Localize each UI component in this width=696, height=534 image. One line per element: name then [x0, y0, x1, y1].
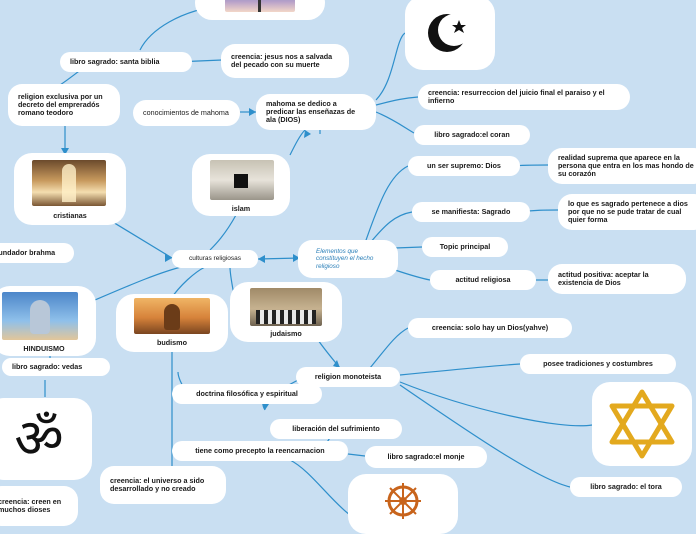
ser-supremo-node[interactable]: un ser supremo: Dios — [408, 156, 520, 176]
creencia-juicio-node[interactable]: creencia: resurreccion del juicio final … — [418, 84, 630, 110]
mahoma-node[interactable]: mahoma se dedico a predicar las enseñaza… — [256, 94, 376, 130]
sagrado-desc-node[interactable]: lo que es sagrado pertenece a dios por q… — [558, 194, 696, 230]
precepto-text: tiene como precepto la reencarnacion — [195, 445, 325, 455]
dharma-wheel-node — [348, 474, 458, 534]
topic-text: Topic principal — [439, 241, 491, 251]
actitud-text: actitud religiosa — [455, 274, 511, 284]
actitud-desc-text: actitud positiva: aceptar la existencia … — [558, 269, 649, 287]
fundador-brahma-node[interactable]: fundador brahma — [0, 243, 74, 263]
tradiciones-node[interactable]: posee tradiciones y costumbres — [520, 354, 676, 374]
elementos-text: Elementos que constituyen el hecho relig… — [316, 248, 374, 270]
precepto-node[interactable]: tiene como precepto la reencarnacion — [172, 441, 348, 461]
ser-supremo-text: un ser supremo: Dios — [427, 160, 501, 170]
elementos-node[interactable]: Elementos que constituyen el hecho relig… — [298, 240, 398, 278]
libro-biblia-node[interactable]: libro sagrado: santa biblia — [60, 52, 192, 72]
church-interior-image — [32, 160, 106, 206]
creencia-universo-node[interactable]: creencia: el universo a sido desarrollad… — [100, 466, 226, 504]
kaaba-image — [210, 160, 274, 200]
doctrina-text: doctrina filosófica y espiritual — [196, 388, 298, 398]
libro-biblia-text: libro sagrado: santa biblia — [70, 56, 160, 66]
star-of-david-icon — [606, 388, 678, 460]
creencia-universo-text: creencia: el universo a sido desarrollad… — [110, 475, 205, 493]
libro-vedas-text: libro sagrado: vedas — [12, 361, 83, 371]
doctrina-node[interactable]: doctrina filosófica y espiritual — [172, 384, 322, 404]
shiva-statue-image — [2, 292, 78, 340]
topic-node[interactable]: Topic principal — [422, 237, 508, 257]
wailing-wall-image — [250, 288, 322, 326]
hinduismo-node[interactable]: HINDUISMO — [0, 286, 96, 356]
sagrado-desc-text: lo que es sagrado pertenece a dios por q… — [568, 198, 688, 225]
libro-tora-text: libro sagrado: el tora — [590, 481, 662, 491]
cristianas-label: cristianas — [53, 211, 87, 220]
creencia-jesus-node[interactable]: creencia: jesus nos a salvada del pecado… — [221, 44, 349, 78]
judaismo-label: judaismo — [270, 329, 302, 338]
sagrado-node[interactable]: se manifiesta: Sagrado — [412, 202, 530, 222]
connector-lines — [44, 4, 593, 516]
liberacion-text: liberación del sufrimiento — [292, 423, 380, 433]
islam-symbol-node — [405, 0, 495, 70]
hinduismo-label: HINDUISMO — [23, 344, 65, 353]
liberacion-node[interactable]: liberación del sufrimiento — [270, 419, 402, 439]
crescent-star-icon — [423, 6, 477, 60]
islam-node[interactable]: islam — [192, 154, 290, 216]
creencia-yahve-node[interactable]: creencia: solo hay un Dios(yahve) — [408, 318, 572, 338]
realidad-suprema-text: realidad suprema que aparece en la perso… — [558, 152, 694, 179]
libro-tora-node[interactable]: libro sagrado: el tora — [570, 477, 682, 497]
budismo-label: budismo — [157, 338, 187, 347]
libro-coran-text: libro sagrado:el coran — [434, 129, 510, 139]
om-icon: ॐ — [14, 407, 64, 470]
budismo-node[interactable]: budismo — [116, 294, 228, 352]
creencia-jesus-text: creencia: jesus nos a salvada del pecado… — [231, 51, 333, 69]
actitud-desc-node[interactable]: actitud positiva: aceptar la existencia … — [548, 264, 686, 294]
center-text: culturas religiosas — [188, 255, 242, 263]
creencia-dioses-node[interactable]: creencia: creen en muchos dioses — [0, 486, 78, 526]
religion-exclusiva-node[interactable]: religion exclusiva por un decreto del em… — [8, 84, 120, 126]
mahoma-text: mahoma se dedico a predicar las enseñaza… — [266, 98, 356, 125]
creencia-juicio-text: creencia: resurreccion del juicio final … — [428, 87, 605, 105]
conocimientos-text: conocimientos de mahoma — [143, 107, 229, 117]
realidad-suprema-node[interactable]: realidad suprema que aparece en la perso… — [548, 148, 696, 184]
sagrado-text: se manifiesta: Sagrado — [431, 206, 511, 216]
image-top-center — [195, 0, 325, 20]
cathedral-light-image — [225, 0, 295, 12]
libro-monje-text: libro sagrado:el monje — [387, 451, 465, 461]
star-of-david-node — [592, 382, 692, 466]
actitud-node[interactable]: actitud religiosa — [430, 270, 536, 290]
libro-vedas-node[interactable]: libro sagrado: vedas — [2, 358, 110, 376]
conocimientos-node[interactable]: conocimientos de mahoma — [133, 100, 240, 126]
religion-exclusiva-text: religion exclusiva por un decreto del em… — [18, 91, 103, 118]
creencia-dioses-text: creencia: creen en muchos dioses — [0, 496, 62, 514]
creencia-yahve-text: creencia: solo hay un Dios(yahve) — [431, 322, 549, 332]
monoteista-text: religion monoteista — [314, 371, 382, 381]
islam-label: islam — [231, 204, 251, 213]
om-symbol-node: ॐ — [0, 398, 92, 480]
judaismo-node[interactable]: judaismo — [230, 282, 342, 342]
libro-monje-node[interactable]: libro sagrado:el monje — [365, 446, 487, 468]
dharma-wheel-icon — [382, 480, 424, 522]
fundador-brahma-text: fundador brahma — [0, 247, 56, 257]
monoteista-node[interactable]: religion monoteista — [296, 367, 400, 387]
buddha-statue-image — [134, 298, 210, 334]
center-node[interactable]: culturas religiosas — [172, 250, 258, 268]
tradiciones-text: posee tradiciones y costumbres — [543, 358, 653, 368]
cristianas-node[interactable]: cristianas — [14, 153, 126, 225]
libro-coran-node[interactable]: libro sagrado:el coran — [414, 125, 530, 145]
